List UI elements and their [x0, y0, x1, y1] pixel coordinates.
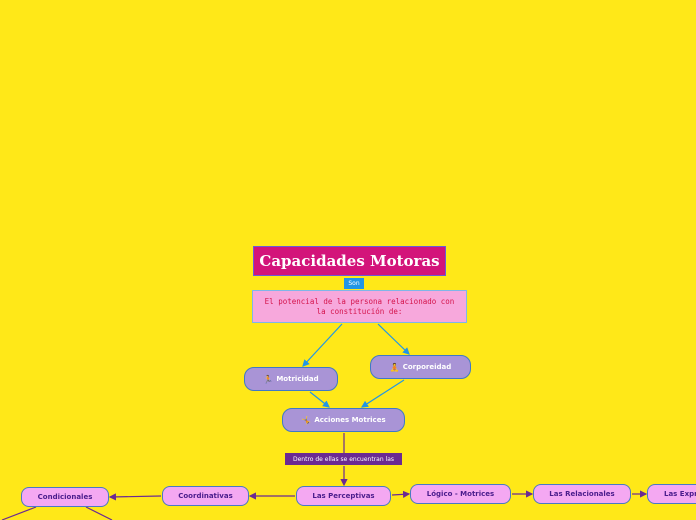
title-node[interactable]: Capacidades Motoras [253, 246, 446, 276]
connector-label-dentro: Dentro de ellas se encuentran las [285, 453, 402, 465]
runner-icon: 🏃 [263, 374, 274, 384]
link-desc-motricidad [302, 323, 343, 367]
node-relacionales[interactable]: Las Relacionales [533, 484, 631, 504]
node-perceptivas[interactable]: Las Perceptivas [296, 486, 391, 506]
link-condicionales-left [1, 506, 37, 520]
link-condicionales-right [85, 506, 113, 520]
link-corporeidad-acciones [360, 379, 405, 408]
node-coordinativas[interactable]: Coordinativas [162, 486, 249, 506]
node-corporeidad[interactable]: 🧘 Corporeidad [370, 355, 471, 379]
node-logico-motrices[interactable]: Lógico - Motrices [410, 484, 511, 504]
node-condicionales[interactable]: Condicionales [21, 487, 109, 507]
gymnast-icon: 🤸 [301, 415, 312, 425]
link-desc-corporeidad [377, 323, 410, 355]
link-perceptivas-logico [391, 490, 411, 498]
node-motricidad[interactable]: 🏃 Motricidad [244, 367, 338, 391]
link-coordinativas-condicionales [108, 493, 162, 501]
connector-label-son: Son [344, 278, 364, 289]
node-expresivas[interactable]: Las Expr [647, 484, 696, 504]
link-motricidad-acciones [309, 391, 330, 408]
description-node[interactable]: El potencial de la persona relacionado c… [252, 290, 467, 323]
node-acciones-motrices[interactable]: 🤸 Acciones Motrices [282, 408, 405, 432]
person-icon: 🧘 [389, 362, 400, 372]
